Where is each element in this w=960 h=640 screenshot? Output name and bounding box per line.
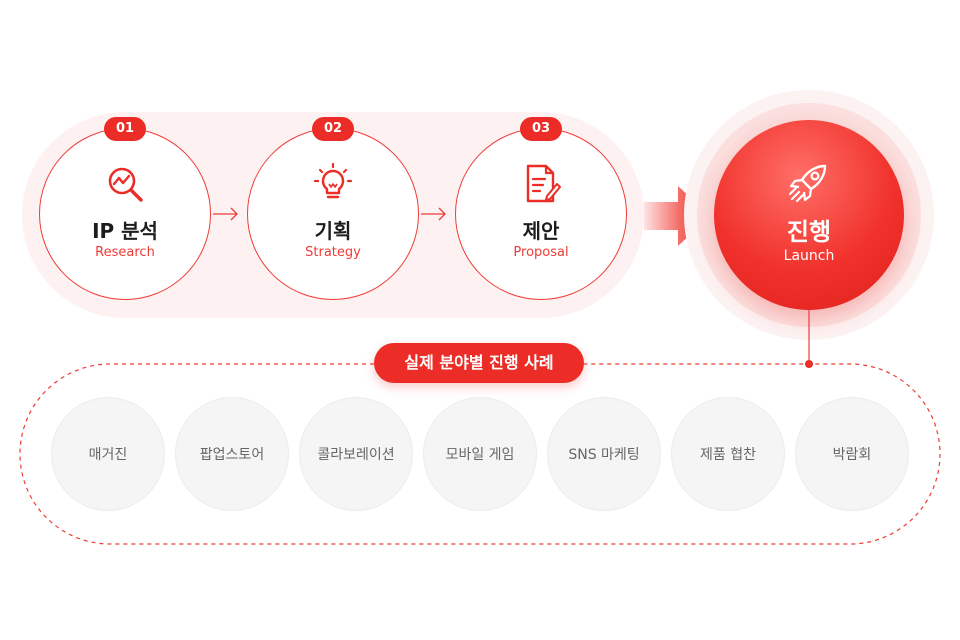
step-number: 03 — [520, 117, 562, 141]
case-exhibition: 박람회 — [795, 397, 909, 511]
arrow-right-icon — [421, 207, 446, 221]
case-mobile-game: 모바일 게임 — [423, 397, 537, 511]
document-pen-icon — [526, 164, 561, 203]
arrow-right-icon — [213, 207, 238, 221]
case-popup-store: 팝업스토어 — [175, 397, 289, 511]
lightbulb-icon — [313, 163, 353, 199]
launch-subtitle: Launch — [783, 248, 835, 264]
step-research: 01 IP 분석 Research — [39, 117, 211, 300]
case-magazine: 매거진 — [51, 397, 165, 511]
rocket-icon — [788, 164, 827, 203]
step-subtitle: Strategy — [305, 245, 361, 260]
step-subtitle: Proposal — [513, 245, 569, 260]
step-number: 02 — [312, 117, 354, 141]
step-title: 기획 — [314, 219, 352, 243]
step-title: 제안 — [522, 219, 560, 243]
step-strategy: 02 기획 Strategy — [247, 117, 419, 300]
step-launch: 진행 Launch — [714, 120, 904, 310]
step-proposal: 03 제안 Proposal — [455, 117, 627, 300]
case-collaboration: 콜라보레이션 — [299, 397, 413, 511]
step-subtitle: Research — [95, 245, 155, 260]
case-sns-marketing: SNS 마케팅 — [547, 397, 661, 511]
cases-label-pill: 실제 분야별 진행 사례 — [374, 343, 584, 383]
step-title: IP 분석 — [92, 219, 158, 243]
case-product-sponsorship: 제품 협찬 — [671, 397, 785, 511]
analysis-magnifier-chart-icon — [108, 167, 143, 202]
step-number: 01 — [104, 117, 146, 141]
launch-title: 진행 — [786, 218, 832, 246]
